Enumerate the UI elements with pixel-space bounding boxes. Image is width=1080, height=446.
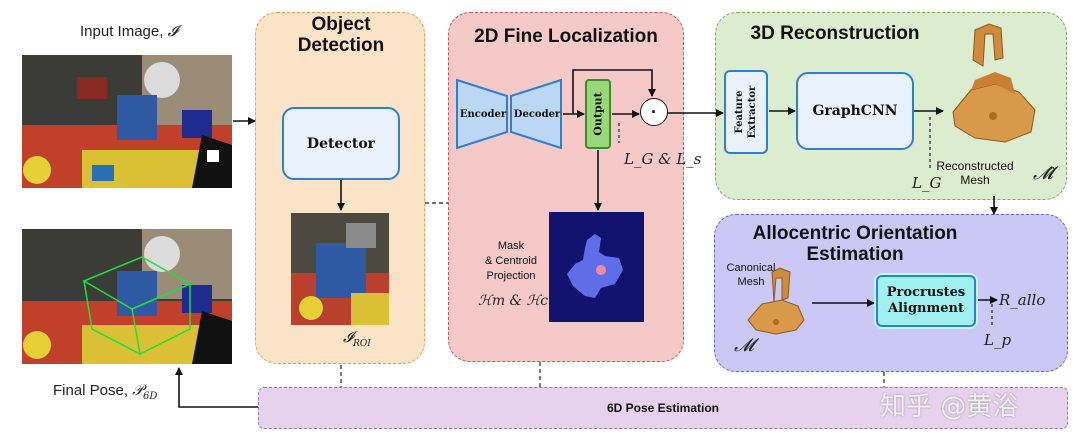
graphcnn-block: GraphCNN	[796, 72, 914, 150]
allocentric-title: Allocentric Orientation Estimation	[752, 223, 958, 265]
mesh-symbol: 𝓜̂	[1033, 163, 1054, 184]
mesh-caption-line1: Reconstructed	[936, 159, 1014, 173]
canonical-caption-line2: Mesh	[737, 276, 765, 288]
watermark: 知乎 @黄浴	[880, 392, 1019, 422]
canonical-caption-line1: Canonical	[726, 262, 776, 274]
output-label: Output	[591, 92, 605, 136]
input-image-symbol: 𝓘	[167, 22, 178, 40]
input-image-text: Input Image,	[80, 23, 164, 40]
arrow-skip-to-dot	[572, 69, 656, 114]
roi-symbol: 𝓘	[343, 328, 354, 346]
reconstruction-title: 3D Reconstruction	[750, 23, 920, 44]
canonical-mesh-symbol: 𝓜	[734, 335, 755, 356]
input-image-scene	[22, 55, 232, 188]
procrustes-block: Procrustes Alignment	[876, 275, 976, 327]
encoder-decoder-shape	[456, 78, 562, 150]
reconstructed-mesh-caption: Reconstructed Mesh	[935, 159, 1015, 187]
reconstruction-loss-label: L_G	[912, 174, 942, 192]
arrow-pose-to-final	[175, 367, 258, 408]
pose-estimation-bar: 6D Pose Estimation	[258, 387, 1068, 429]
final-pose-image	[22, 229, 232, 364]
roi-scene	[291, 213, 389, 325]
mask-symbols: ℋm & ℋc	[478, 293, 549, 309]
fine-localization-title: 2D Fine Localization	[474, 26, 658, 47]
mask-shape	[567, 234, 623, 298]
final-pose-subscript: 6D	[143, 391, 158, 402]
mask-caption-line1: Mask	[497, 240, 525, 252]
roi-label: 𝓘ROI	[343, 328, 371, 349]
detector-block: Detector	[282, 107, 400, 180]
reconstructed-mesh-image	[952, 23, 1036, 143]
output-block: Output	[585, 79, 611, 149]
pose-estimation-label: 6D Pose Estimation	[606, 401, 720, 415]
procrustes-loss-label: L_p	[984, 331, 1012, 349]
mask-caption-line3: Projection	[486, 270, 536, 282]
final-pose-label: Final Pose, 𝒫6D	[53, 381, 157, 402]
localization-loss-label: L_G & L_s	[624, 150, 702, 168]
input-image	[22, 55, 232, 188]
elementwise-product-node: ·	[640, 98, 668, 126]
dot-symbol: ·	[651, 101, 657, 122]
feature-extractor-block: Feature Extractor	[724, 70, 768, 154]
canonical-mesh-caption: Canonical Mesh	[716, 261, 786, 289]
mask-centroid-image	[549, 212, 644, 322]
mask-caption-line2: & Centroid	[485, 255, 537, 267]
final-pose-symbol: 𝒫	[132, 381, 144, 399]
decoder-label: Decoder	[513, 108, 561, 120]
r-allo-label: R_allo	[999, 291, 1046, 309]
object-detection-title: Object Detection	[297, 14, 385, 56]
canonical-mesh-image	[747, 267, 805, 335]
roi-subscript: ROI	[353, 339, 371, 349]
final-pose-scene	[22, 229, 232, 364]
pose-bounding-box	[82, 256, 192, 356]
mesh-caption-line2: Mesh	[960, 173, 990, 187]
feature-extractor-label: Feature Extractor	[734, 85, 758, 139]
input-image-label: Input Image, 𝓘	[80, 22, 178, 40]
encoder-label: Encoder	[459, 108, 507, 120]
final-pose-text: Final Pose,	[53, 382, 129, 399]
roi-image	[291, 213, 389, 325]
mask-caption: Mask & Centroid Projection	[476, 239, 546, 284]
